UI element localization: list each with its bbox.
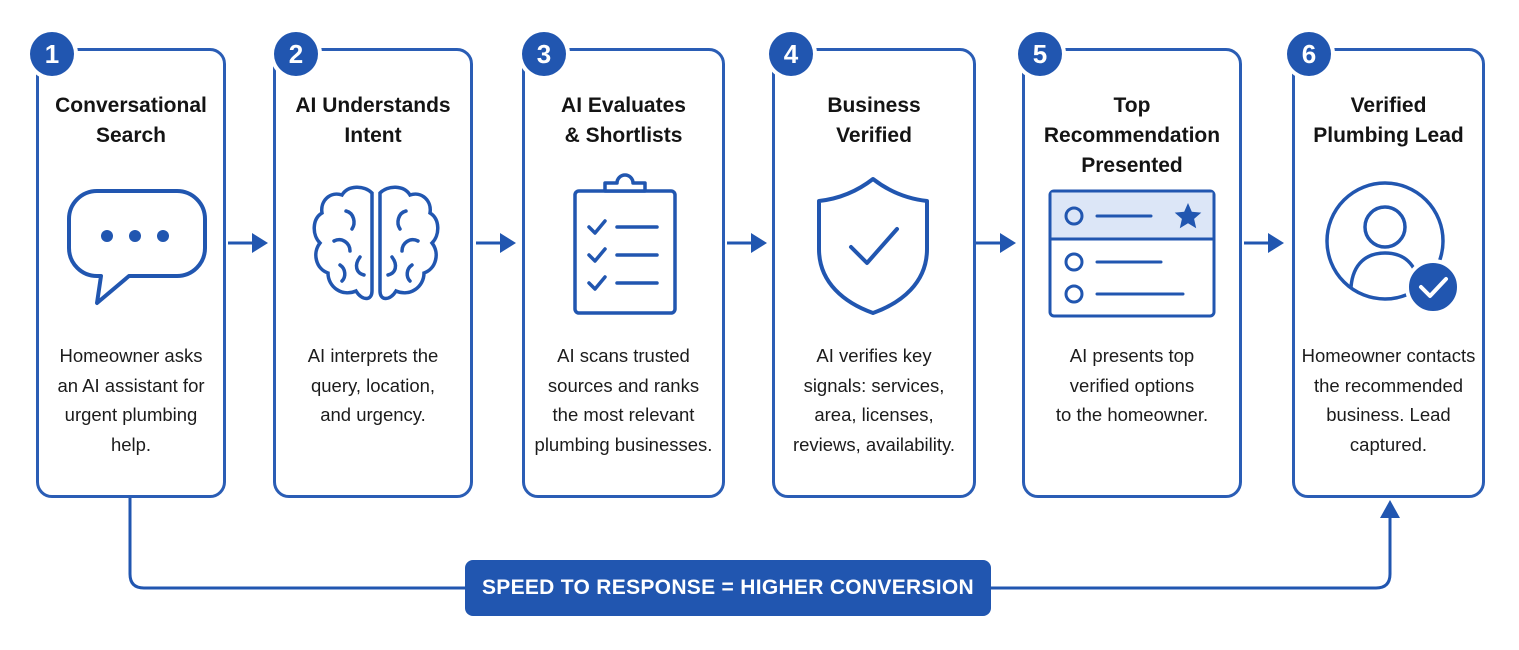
arrow-right-icon xyxy=(228,233,268,253)
step-number-badge: 1 xyxy=(30,32,74,76)
ranked-list-icon xyxy=(1048,189,1216,318)
arrow-right-icon xyxy=(1244,233,1284,253)
arrow-right-icon xyxy=(727,233,767,253)
step-number-badge: 3 xyxy=(522,32,566,76)
chat-bubble-icon xyxy=(67,189,207,305)
step-number-badge: 6 xyxy=(1287,32,1331,76)
arrow-right-icon xyxy=(976,233,1016,253)
brain-icon xyxy=(312,185,440,301)
conversion-banner: SPEED TO RESPONSE = HIGHER CONVERSION xyxy=(465,560,991,616)
step-card-3: AI Evaluates& Shortlists AI scans truste… xyxy=(522,48,725,498)
step-title: AI Evaluates& Shortlists xyxy=(561,94,686,147)
arrow-right-icon xyxy=(476,233,516,253)
step-number-badge: 5 xyxy=(1018,32,1062,76)
clipboard-checklist-icon xyxy=(573,173,677,315)
step-number-badge: 2 xyxy=(274,32,318,76)
step-number-badge: 4 xyxy=(769,32,813,76)
shield-check-icon xyxy=(817,177,929,315)
user-verified-icon xyxy=(1325,181,1461,315)
